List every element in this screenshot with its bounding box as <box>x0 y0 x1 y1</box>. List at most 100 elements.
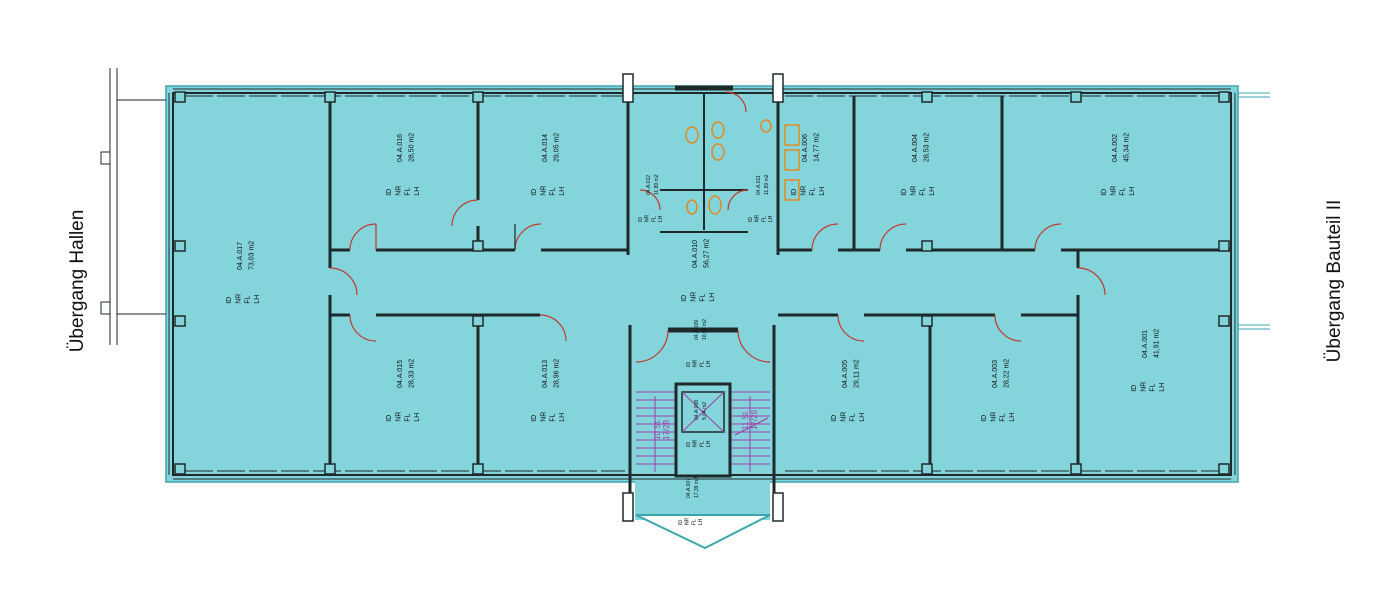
room-field-label: FL <box>651 216 657 222</box>
room-field-label: FL <box>761 216 767 222</box>
room-id: 04.A.014 <box>542 134 549 162</box>
room-field-label: FL <box>1150 384 1157 392</box>
room-field-label: FL <box>1120 188 1127 196</box>
elevator-car <box>681 391 725 433</box>
room-id: 04.A.011 <box>756 175 762 195</box>
room-field-label: ID <box>686 362 692 367</box>
room-field-label: LH <box>859 413 866 422</box>
room-field-label: ID <box>681 295 688 302</box>
room-field-label: FL <box>405 414 412 422</box>
stair-steps-label: 11 St. <box>741 410 750 430</box>
floor-plan <box>100 68 1270 550</box>
room-field-label: FL <box>550 414 557 422</box>
room-field-label: NR <box>910 186 917 196</box>
room-field-label: ID <box>831 415 838 422</box>
room-field-label: NR <box>990 412 997 422</box>
room-field-label: LH <box>709 293 716 302</box>
room-id: 04.A.006 <box>802 134 809 162</box>
room-area: 28,96 m2 <box>554 359 561 388</box>
room-area: 28,53 m2 <box>924 133 931 162</box>
room-id: 04.A.015 <box>397 360 404 388</box>
room-field-label: FL <box>245 296 252 304</box>
room-field-label: LH <box>559 187 566 196</box>
room-field-label: ID <box>386 189 393 196</box>
stair-rise-label: 17/28 <box>750 409 759 430</box>
room-field-label: NR <box>800 186 807 196</box>
room-field-label: LH <box>706 360 712 367</box>
room-id: 04.A.005 <box>842 360 849 388</box>
room-field-label: LH <box>929 187 936 196</box>
room-field-label: ID <box>686 442 692 447</box>
room-field-label: NR <box>693 439 699 447</box>
room-field-label: ID <box>678 520 684 525</box>
room-id: 04.A.016 <box>397 134 404 162</box>
room-field-label: NR <box>1140 382 1147 392</box>
room-id: 04.A.001 <box>1142 330 1149 358</box>
room-id: 04.A.009 <box>694 320 700 340</box>
room-field-label: FL <box>691 519 697 525</box>
room-area: 73,03 m2 <box>249 241 256 270</box>
sanitary-fixtures <box>685 119 800 215</box>
room-field-label: NR <box>693 359 699 367</box>
side-label-left: Übergang Hallen <box>67 209 88 353</box>
room-field-label: LH <box>1009 413 1016 422</box>
stair-treads <box>636 391 770 472</box>
room-id: 04.A.003 <box>992 360 999 388</box>
room-id: 04.A.008 <box>694 400 700 420</box>
room-field-label: FL <box>699 441 705 447</box>
room-field-label: LH <box>559 413 566 422</box>
room-area: 10,96 m2 <box>702 319 708 340</box>
room-field-label: LH <box>1129 187 1136 196</box>
room-area: 28,50 m2 <box>409 133 416 162</box>
room-field-label: LH <box>414 413 421 422</box>
room-field-label: ID <box>1101 189 1108 196</box>
room-id: 04.A.013 <box>542 360 549 388</box>
room-area: 11,89 m2 <box>764 174 770 195</box>
room-area: 41,91 m2 <box>1154 329 1161 358</box>
room-field-label: ID <box>638 217 644 222</box>
room-id: 04.A.007 <box>686 478 692 498</box>
room-field-label: LH <box>254 295 261 304</box>
room-id: 04.A.002 <box>1112 134 1119 162</box>
room-field-label: FL <box>550 188 557 196</box>
room-field-label: ID <box>1131 385 1138 392</box>
room-field-label: ID <box>791 189 798 196</box>
room-area: 17,39 m2 <box>694 477 700 498</box>
room-field-label: FL <box>699 361 705 367</box>
room-field-label: NR <box>685 517 691 525</box>
room-area: 28,33 m2 <box>409 359 416 388</box>
room-field-label: ID <box>531 415 538 422</box>
room-field-label: ID <box>386 415 393 422</box>
elevator-cross-b <box>681 391 725 433</box>
room-field-label: LH <box>819 187 826 196</box>
entrance-canopy <box>635 514 771 550</box>
stair-steps-label: 10 St. <box>653 419 662 440</box>
stair-rise-label: 17/28 <box>662 419 671 440</box>
room-id: 04.A.012 <box>646 175 652 195</box>
room-area: 29,11 m2 <box>854 359 861 388</box>
room-field-label: LH <box>768 215 774 222</box>
room-field-label: ID <box>226 297 233 304</box>
room-field-label: ID <box>748 217 754 222</box>
room-area: 29,05 m2 <box>554 133 561 162</box>
room-field-label: FL <box>1000 414 1007 422</box>
